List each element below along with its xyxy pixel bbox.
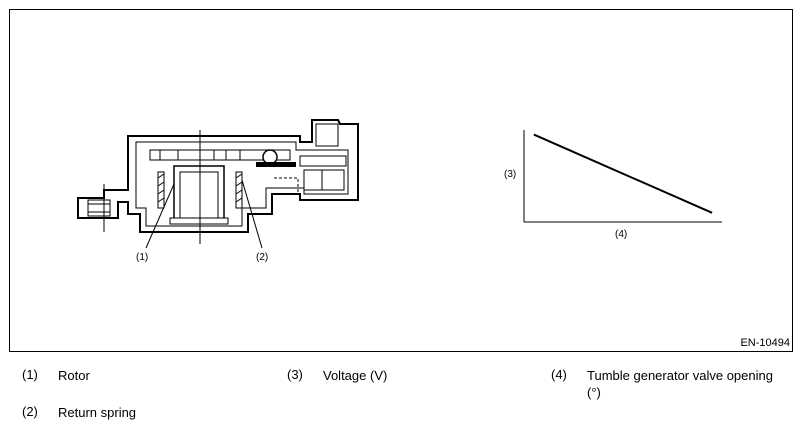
rotor <box>173 165 225 221</box>
housing-inner <box>135 141 349 227</box>
connector <box>315 123 339 147</box>
figure-code: EN-10494 <box>740 337 790 349</box>
leader-rotor <box>145 183 175 249</box>
graph-x-label: (4) <box>615 229 628 240</box>
legend-text: Rotor <box>58 368 90 383</box>
leader-spring <box>241 179 263 249</box>
legend-number: (3) <box>287 367 303 382</box>
callout-rotor: (1) <box>136 252 149 263</box>
legend-text: Tumble generator valve opening (°) <box>587 368 773 400</box>
graph-y-label: (3) <box>504 169 517 180</box>
diagram-frame <box>9 9 793 352</box>
legend-number: (1) <box>22 367 38 382</box>
legend-number: (4) <box>551 367 567 382</box>
legend-text: Return spring <box>58 405 137 420</box>
voltage-trend-line <box>533 133 713 214</box>
legend-number: (2) <box>22 404 38 419</box>
callout-return-spring: (2) <box>256 252 269 263</box>
legend-text: Voltage (V) <box>323 368 388 383</box>
